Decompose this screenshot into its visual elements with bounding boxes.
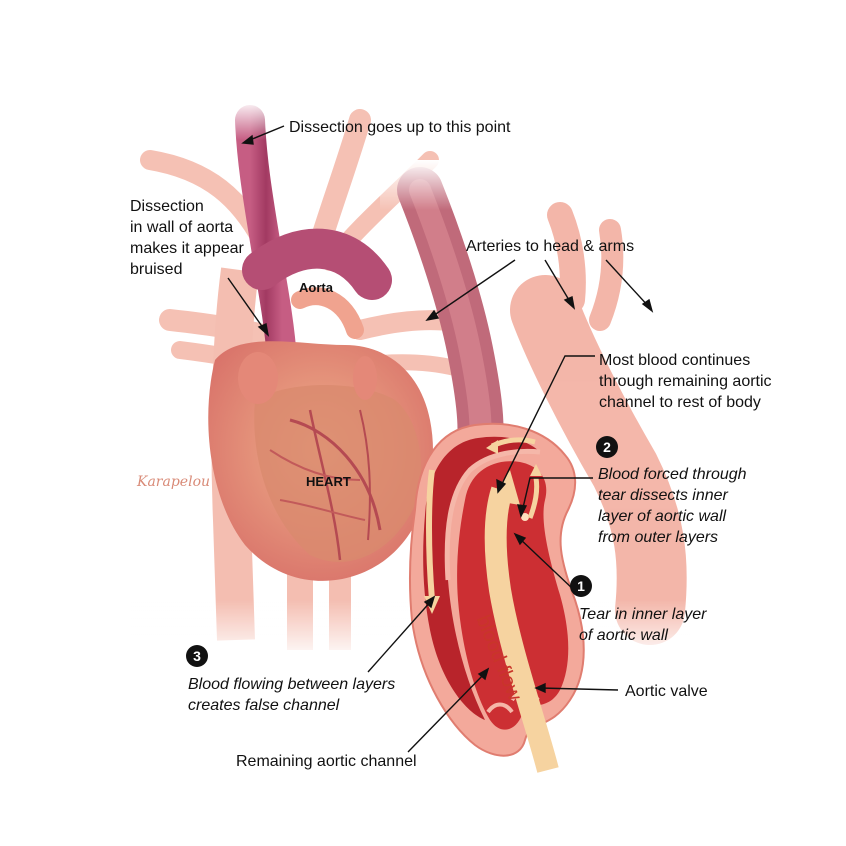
label-step-3: Blood flowing between layers creates fal…: [188, 676, 396, 714]
label-step-2: Blood forced through tear dissects inner…: [598, 466, 747, 546]
artist-signature: Karapelou: [137, 474, 211, 490]
label-step-1: Tear in inner layer of aortic wall: [579, 606, 707, 644]
label-dissection-top: Dissection goes up to this point: [289, 119, 511, 136]
step-3-badge: 3: [186, 645, 208, 667]
leader-lines: [227, 125, 654, 753]
heart-illustration: [208, 287, 433, 581]
label-most-blood: Most blood continues through remaining a…: [599, 352, 772, 411]
flow-arrows: [424, 437, 559, 773]
step-2-badge: 2: [596, 436, 618, 458]
aorta-bruised: [200, 100, 392, 375]
label-remaining-channel: Remaining aortic channel: [236, 753, 417, 770]
step-1-badge: 1: [570, 575, 592, 597]
label-aorta: Aorta: [299, 280, 333, 295]
label-dissection-wall: Dissection in wall of aorta makes it app…: [130, 198, 244, 278]
label-arteries: Arteries to head & arms: [466, 238, 635, 255]
label-heart: HEART: [306, 474, 351, 489]
label-aortic-valve: Aortic valve: [625, 683, 708, 700]
background-vessels: [130, 109, 690, 660]
aortic-arch-vessel: [380, 160, 504, 463]
